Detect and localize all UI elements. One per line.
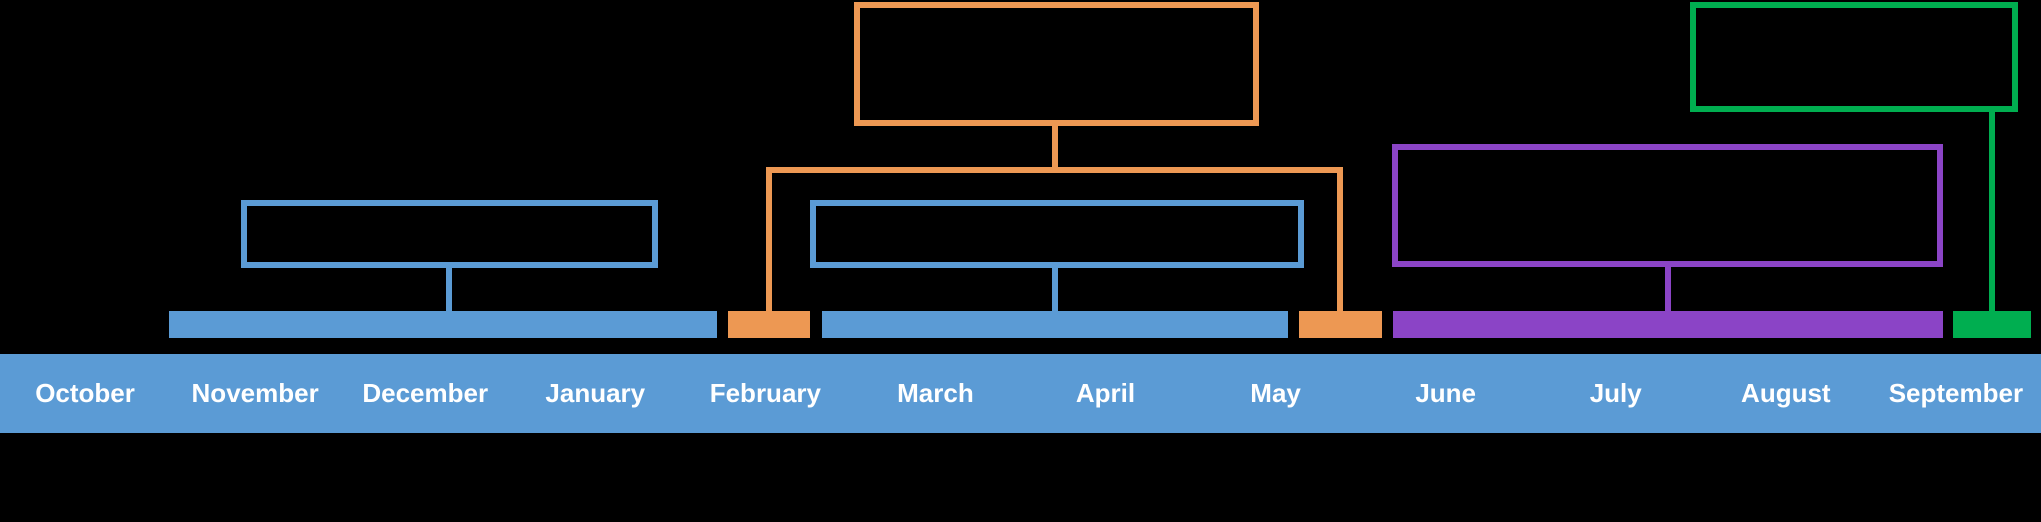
orange-connector-rail xyxy=(766,167,1343,173)
green-connector xyxy=(1989,110,1995,311)
orange-callout-box xyxy=(854,2,1259,126)
purple-connector xyxy=(1665,265,1671,311)
month-label-november: November xyxy=(191,378,319,408)
phase-bar-purple xyxy=(1393,311,1943,338)
phase-bar-orange-1 xyxy=(728,311,810,338)
month-label-june: June xyxy=(1415,378,1476,408)
month-label-december: December xyxy=(362,378,489,408)
month-label-april: April xyxy=(1075,378,1136,408)
blue-callout-box-1 xyxy=(241,200,658,268)
month-label-january: January xyxy=(545,378,646,408)
phase-bar-green xyxy=(1953,311,2031,338)
blue-callout-box-2 xyxy=(810,200,1304,268)
orange-connector-stem xyxy=(1052,124,1058,170)
blue-connector-1 xyxy=(446,266,452,311)
month-label-july: July xyxy=(1589,378,1642,408)
month-band: October November December January Februa… xyxy=(0,354,2041,433)
month-label-october: October xyxy=(35,378,135,408)
phase-bar-blue-2 xyxy=(822,311,1288,338)
orange-connector-drop-left xyxy=(766,170,772,311)
green-callout-box xyxy=(1690,2,2018,112)
blue-connector-2 xyxy=(1052,266,1058,311)
phase-bar-blue-1 xyxy=(169,311,717,338)
month-label-march: March xyxy=(897,378,974,408)
purple-callout-box xyxy=(1392,144,1943,267)
orange-connector-drop-right xyxy=(1337,170,1343,311)
month-label-february: February xyxy=(709,378,821,408)
month-label-august: August xyxy=(1741,378,1831,408)
month-label-may: May xyxy=(1250,378,1301,408)
phase-bar-orange-2 xyxy=(1299,311,1382,338)
month-label-september: September xyxy=(1888,378,2024,408)
